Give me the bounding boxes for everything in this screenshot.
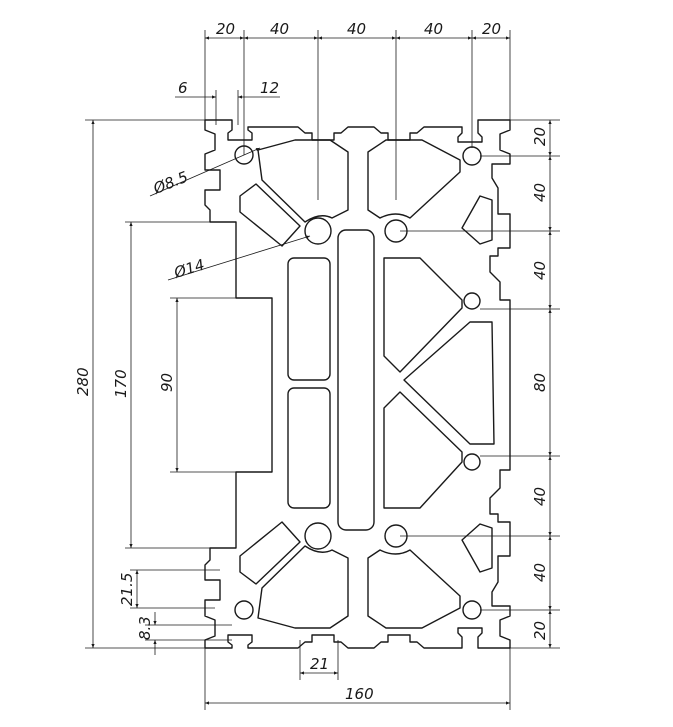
dimension-lines (91, 36, 552, 705)
dim-right-3: 40 (531, 261, 549, 280)
dim-bottom-160: 160 (345, 685, 374, 703)
dim-top-1: 20 (216, 20, 235, 38)
dim-total-height: 280 (74, 367, 92, 396)
dim-top-4: 40 (424, 20, 443, 38)
dim-top-2: 40 (270, 20, 289, 38)
dim-top-5: 20 (482, 20, 501, 38)
dim-side-170: 170 (112, 369, 130, 398)
dim-bottom-21: 21 (310, 655, 329, 673)
dim-right-7: 20 (531, 621, 549, 640)
dim-right-2: 40 (531, 183, 549, 202)
dim-top-3: 40 (347, 20, 366, 38)
dim-slot-6: 6 (178, 79, 188, 97)
dim-right-4: 80 (531, 373, 549, 392)
dim-right-1: 20 (531, 127, 549, 146)
dim-left-21-5: 21.5 (118, 573, 136, 606)
dim-right-6: 40 (531, 563, 549, 582)
dim-hole-large: Ø14 (171, 256, 207, 283)
extension-lines (85, 30, 560, 710)
dim-hole-small: Ø8.5 (150, 168, 191, 198)
profile-cavities (234, 139, 495, 629)
dim-left-8-3: 8.3 (136, 616, 154, 640)
dim-slot-12: 12 (260, 79, 279, 97)
dim-right-5: 40 (531, 487, 549, 506)
dim-side-90: 90 (158, 373, 176, 392)
profile-outline (204, 119, 511, 649)
